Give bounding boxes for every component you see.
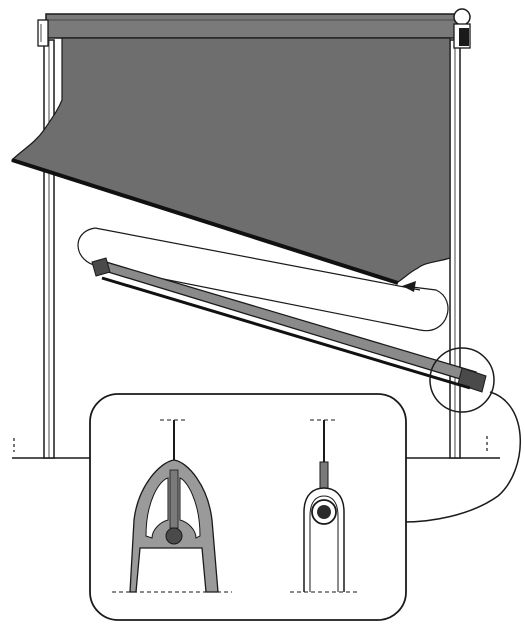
motion-arrow-icon xyxy=(402,281,416,292)
rail-clip-detail-left xyxy=(112,419,232,593)
right-guide-rail xyxy=(449,39,461,459)
detail-inset xyxy=(89,393,407,621)
motion-path xyxy=(77,227,449,332)
blind-fabric xyxy=(10,37,451,285)
rail-clip-detail-right xyxy=(290,419,358,593)
roller-tube xyxy=(45,13,459,39)
bottom-bar xyxy=(91,257,487,393)
magnifier-circle-icon xyxy=(403,347,522,523)
left-end-bracket xyxy=(37,19,49,47)
left-guide-rail xyxy=(43,39,55,459)
end-cap-icon xyxy=(453,8,471,49)
